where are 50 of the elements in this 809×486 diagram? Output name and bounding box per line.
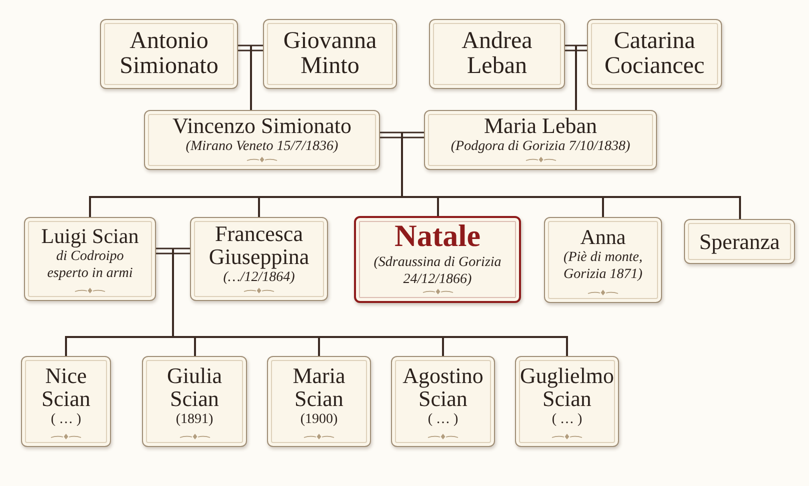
person-details: (Sdraussina di Gorizia 24/12/1866) <box>372 254 502 289</box>
person-details: ( … ) <box>428 412 458 429</box>
person-details: di Codroipo esperto in armi <box>46 249 134 283</box>
person-name: Giulia Scian <box>166 364 223 410</box>
person-card <box>354 216 521 303</box>
person-name: Agostino Scian <box>402 364 484 410</box>
person-name: Guglielmo Scian <box>518 364 616 410</box>
person-name: Francesca Giuseppina <box>208 222 310 268</box>
person-card <box>544 217 662 303</box>
marriage-line <box>380 132 424 138</box>
person-card <box>424 110 657 170</box>
descent-line <box>401 132 741 219</box>
person-card <box>24 217 156 301</box>
person-card <box>190 217 328 301</box>
person-name: Speranza <box>699 230 780 254</box>
person-card <box>684 219 795 264</box>
person-card <box>587 19 722 89</box>
person-name: Vincenzo Simionato <box>172 114 352 138</box>
descent-line <box>250 46 252 110</box>
person-card <box>267 356 371 447</box>
person-details: (Piè di monte, Gorizia 1871) <box>562 250 644 284</box>
person-card <box>263 19 397 89</box>
marriage-line <box>565 44 587 52</box>
marriage-line <box>238 44 263 52</box>
person-details: (1891) <box>176 412 214 429</box>
person-details: (Mirano Veneto 15/7/1836) <box>186 139 338 156</box>
person-name: Nice Scian <box>40 364 92 410</box>
person-name: Andrea Leban <box>460 28 534 80</box>
person-details: (…/12/1864) <box>223 270 295 286</box>
person-details: ( … ) <box>50 412 82 429</box>
person-details: (1900) <box>300 412 338 429</box>
person-name: Antonio Simionato <box>118 28 220 80</box>
person-card <box>429 19 565 89</box>
person-name: Maria Scian <box>292 364 346 410</box>
person-details: (Podgora di Gorizia 7/10/1838) <box>450 139 630 156</box>
person-name: Natale <box>394 220 481 253</box>
person-name: Luigi Scian <box>41 225 139 248</box>
person-card <box>515 356 619 447</box>
descent-line <box>575 46 577 110</box>
person-name: Catarina Cociancec <box>604 28 706 80</box>
person-name: Giovanna Minto <box>282 28 378 80</box>
person-name: Anna <box>580 226 626 248</box>
person-card <box>21 356 111 447</box>
person-details: ( … ) <box>552 412 582 429</box>
marriage-line <box>156 248 190 254</box>
person-card <box>144 110 380 170</box>
person-card <box>142 356 247 447</box>
person-card <box>100 19 238 89</box>
person-name: Maria Leban <box>484 114 597 138</box>
person-card <box>391 356 495 447</box>
